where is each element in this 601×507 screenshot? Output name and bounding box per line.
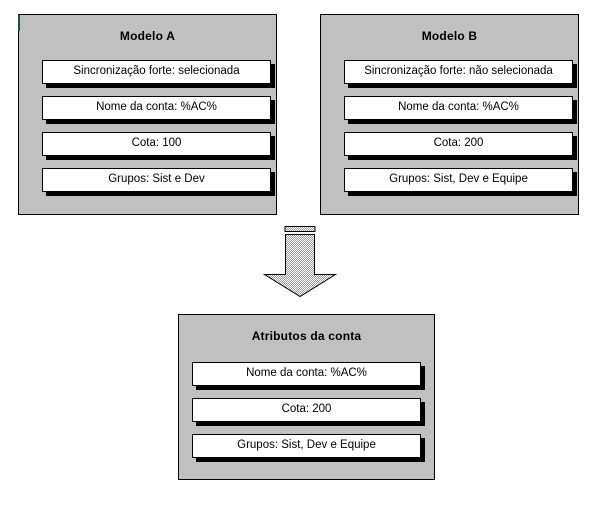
attribute-label: Grupos: Sist e Dev bbox=[108, 173, 205, 186]
attribute-box: Grupos: Sist e Dev bbox=[42, 168, 271, 192]
attribute-box: Nome da conta: %AC% bbox=[42, 96, 271, 120]
down-arrow-icon bbox=[263, 226, 337, 298]
panel-modelo-b: Modelo B Sincronização forte: não seleci… bbox=[320, 14, 579, 215]
attribute-label: Nome da conta: %AC% bbox=[398, 101, 519, 114]
attribute-box: Cota: 100 bbox=[42, 132, 271, 156]
attribute-label: Nome da conta: %AC% bbox=[96, 101, 217, 114]
attribute-box: Nome da conta: %AC% bbox=[344, 96, 573, 120]
attribute-box: Nome da conta: %AC% bbox=[192, 362, 421, 386]
attribute-label: Grupos: Sist, Dev e Equipe bbox=[237, 439, 376, 452]
attribute-box: Sincronização forte: não selecionada bbox=[344, 60, 573, 84]
panel-atributos-da-conta-attributes: Nome da conta: %AC% Cota: 200 Grupos: Si… bbox=[179, 315, 434, 479]
panel-modelo-b-title: Modelo B bbox=[421, 29, 478, 43]
panel-edge-artifact bbox=[18, 15, 20, 31]
attribute-label: Cota: 100 bbox=[131, 137, 182, 150]
panel-atributos-da-conta-title: Atributos da conta bbox=[251, 329, 362, 343]
panel-modelo-b-attributes: Sincronização forte: não selecionada Nom… bbox=[321, 15, 578, 214]
attribute-label: Nome da conta: %AC% bbox=[246, 367, 367, 380]
panel-atributos-da-conta: Atributos da conta Nome da conta: %AC% C… bbox=[178, 314, 435, 480]
attribute-box: Cota: 200 bbox=[192, 398, 421, 422]
panel-modelo-a-attributes: Sincronização forte: selecionada Nome da… bbox=[19, 15, 276, 214]
attribute-box: Grupos: Sist, Dev e Equipe bbox=[192, 434, 421, 458]
panel-modelo-a: Modelo A Sincronização forte: selecionad… bbox=[18, 14, 277, 215]
attribute-box: Cota: 200 bbox=[344, 132, 573, 156]
attribute-box: Sincronização forte: selecionada bbox=[42, 60, 271, 84]
attribute-box: Grupos: Sist, Dev e Equipe bbox=[344, 168, 573, 192]
attribute-label: Cota: 200 bbox=[433, 137, 484, 150]
panel-modelo-a-title: Modelo A bbox=[119, 29, 176, 43]
attribute-label: Sincronização forte: selecionada bbox=[73, 65, 240, 78]
attribute-label: Grupos: Sist, Dev e Equipe bbox=[389, 173, 528, 186]
attribute-label: Sincronização forte: não selecionada bbox=[364, 65, 553, 78]
attribute-label: Cota: 200 bbox=[281, 403, 332, 416]
